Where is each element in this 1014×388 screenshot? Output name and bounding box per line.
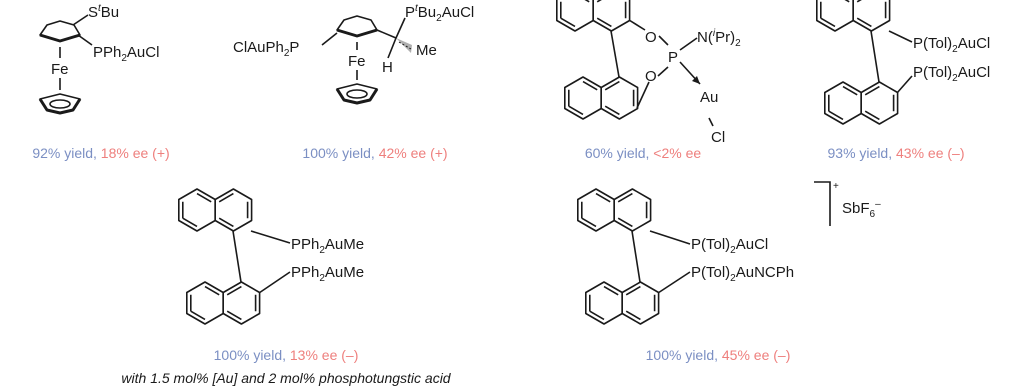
phosphine-2-gold: AuCl	[958, 64, 991, 81]
svg-text:P(Tol)2AuCl: P(Tol)2AuCl	[913, 35, 990, 55]
svg-text:SbF6–: SbF6–	[842, 199, 881, 220]
yield-value: 60% yield,	[584, 145, 650, 161]
gold-chloride-label: AuCl	[127, 44, 160, 61]
phosphine-2-subscript: 2	[319, 273, 325, 284]
gold-label: Au	[700, 89, 718, 106]
yield-value: 100% yield,	[302, 145, 375, 161]
svg-text:P(Tol)2AuCl: P(Tol)2AuCl	[913, 64, 990, 84]
svg-text:Fe: Fe	[348, 53, 366, 70]
phosphine-1-label: PPh	[291, 236, 319, 253]
ee-value: <2% ee	[653, 145, 702, 161]
caption-compound-5: 100% yield, 13% ee (–)	[214, 347, 359, 363]
phosphine-2-label: PPh	[291, 264, 319, 281]
iron-label: Fe	[51, 61, 69, 78]
left-phosphorus-label: P	[289, 39, 299, 56]
svg-text:Cl: Cl	[711, 129, 725, 146]
anion-charge: –	[875, 199, 881, 210]
phosphine-1-label: P(Tol)	[913, 35, 952, 52]
phosphine-2-gold: AuMe	[325, 264, 364, 281]
cation-bracket	[814, 181, 831, 226]
phosphine-1-gold: AuCl	[958, 35, 991, 52]
tert-prefix: t	[415, 3, 419, 14]
phosphine-2-label: P(Tol)	[913, 64, 952, 81]
oxygen-bottom-label: O	[645, 68, 657, 85]
svg-text:O: O	[645, 29, 657, 46]
chlorine-label: Cl	[711, 129, 725, 146]
svg-text:N(iPr)2: N(iPr)2	[697, 28, 741, 49]
svg-text:P(Tol)2AuNCPh: P(Tol)2AuNCPh	[691, 264, 794, 284]
compound-3-structure: O P O N(iPr)2 Au Cl	[555, 0, 741, 146]
iso-prefix: i	[713, 28, 716, 39]
svg-text:PPh2AuMe: PPh2AuMe	[291, 236, 364, 256]
phosphine-1-subscript: 2	[952, 44, 958, 55]
compound-2-structure: ClAuPh2P Fe H Me PtBu2AuCl	[233, 3, 474, 105]
svg-text:PtBu2AuCl: PtBu2AuCl	[405, 3, 474, 24]
caption-compound-4: 93% yield, 43% ee (–)	[828, 145, 965, 161]
butyl-label: Bu	[418, 4, 436, 21]
svg-text:O: O	[645, 68, 657, 85]
reaction-condition: with 1.5 mol% [Au] and 2 mol% phosphotun…	[121, 370, 451, 386]
butyl-label: Bu	[101, 4, 119, 21]
yield-value: 100% yield,	[213, 347, 287, 363]
phosphine-1-gold: AuMe	[325, 236, 364, 253]
ee-value: 43% ee (–)	[896, 145, 965, 161]
svg-text:Au: Au	[700, 89, 718, 106]
propyl-label: Pr)	[715, 29, 735, 46]
svg-text:P: P	[668, 49, 678, 66]
phosphine-label: PPh	[93, 44, 121, 61]
compound-4-structure: P(Tol)2AuCl P(Tol)2AuCl	[815, 0, 990, 125]
caption-compound-3: 60% yield, <2% ee	[585, 145, 701, 161]
sulfur-label: S	[88, 4, 98, 21]
phosphine-subscript: 2	[121, 53, 127, 64]
ee-value: 18% ee (+)	[100, 145, 170, 161]
methyl-label: Me	[416, 42, 437, 59]
caption-compound-2: 100% yield, 42% ee (+)	[302, 145, 447, 161]
ee-value: 13% ee (–)	[289, 347, 359, 363]
phosphine-2-subscript: 2	[730, 273, 736, 284]
phosphine-2-subscript: 2	[952, 73, 958, 84]
yield-value: 93% yield,	[827, 145, 893, 161]
right-phosphorus-label: P	[405, 4, 415, 21]
phosphine-1-subscript: 2	[319, 245, 325, 256]
gold-chloride-label: AuCl	[442, 4, 475, 21]
anion-subscript: 6	[870, 209, 876, 220]
amine-label: N(	[697, 29, 713, 46]
tert-prefix: t	[98, 3, 102, 14]
svg-text:PPh2AuMe: PPh2AuMe	[291, 264, 364, 284]
compound-1-structure: Fe StBu PPh2AuCl	[38, 3, 159, 115]
svg-text:H: H	[382, 59, 393, 76]
oxygen-top-label: O	[645, 29, 657, 46]
compound-6-structure: P(Tol)2AuCl P(Tol)2AuNCPh + SbF6–	[576, 181, 881, 325]
yield-value: 92% yield,	[32, 145, 97, 161]
charge-label: +	[833, 181, 839, 192]
phosphine-1-gold: AuCl	[736, 236, 769, 253]
caption-compound-1: 92% yield, 18% ee (+)	[32, 145, 169, 161]
phosphorus-label: P	[668, 49, 678, 66]
svg-text:StBu: StBu	[88, 3, 119, 21]
ee-value: 45% ee (–)	[721, 347, 791, 363]
anion-label: SbF	[842, 200, 870, 217]
phosphine-1-label: P(Tol)	[691, 236, 730, 253]
left-phosphine-label: ClAuPh	[233, 39, 284, 56]
svg-text:PPh2AuCl: PPh2AuCl	[93, 44, 159, 64]
yield-value: 100% yield,	[645, 347, 719, 363]
compound-5-structure: PPh2AuMe PPh2AuMe	[178, 188, 364, 325]
phosphine-2-label: P(Tol)	[691, 264, 730, 281]
phosphine-1-subscript: 2	[730, 245, 736, 256]
svg-text:Fe: Fe	[51, 61, 69, 78]
left-phosphine-subscript: 2	[284, 48, 290, 59]
caption-compound-6: 100% yield, 45% ee (–)	[646, 347, 791, 363]
ee-value: 42% ee (+)	[378, 145, 448, 161]
svg-text:P(Tol)2AuCl: P(Tol)2AuCl	[691, 236, 768, 256]
butyl-subscript: 2	[436, 13, 442, 24]
svg-text:ClAuPh2P: ClAuPh2P	[233, 39, 299, 59]
hydrogen-label: H	[382, 59, 393, 76]
phosphine-2-gold: AuNCPh	[736, 264, 794, 281]
propyl-subscript: 2	[735, 38, 741, 49]
iron-label: Fe	[348, 53, 366, 70]
svg-text:+: +	[833, 181, 839, 192]
svg-text:Me: Me	[416, 42, 437, 59]
